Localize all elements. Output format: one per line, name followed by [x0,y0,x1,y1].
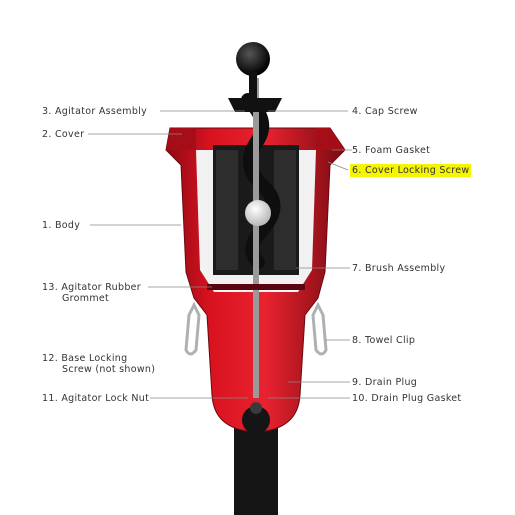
label-foam-gasket: 5. Foam Gasket [352,145,431,156]
drain-plug-nut [250,402,262,414]
label-base-locking-screw-line2: Screw (not shown) [62,364,156,375]
cover-top-right [316,128,345,150]
label-brush-assembly: 7. Brush Assembly [352,263,446,274]
label-agitator-lock-nut: 11. Agitator Lock Nut [42,393,150,404]
label-agitator-assembly: 3. Agitator Assembly [42,106,148,117]
golf-ball [245,200,271,226]
towel-clip-left [184,301,201,356]
label-body: 1. Body [42,220,81,231]
agitator-cap [228,98,282,112]
label-towel-clip: 8. Towel Clip [352,335,416,346]
leader-lines [88,110,352,399]
grommet-bar [207,284,305,290]
towel-clip-right [311,301,328,356]
label-agitator-rubber-grommet: 13. Agitator Rubber [42,282,142,293]
label-base-locking-screw: 12. Base Locking [42,353,128,364]
left-brush [216,150,238,270]
mounting-pole [234,420,278,515]
label-cap-screw: 4. Cap Screw [352,106,418,117]
drain-plug [242,406,270,434]
label-drain-plug: 9. Drain Plug [352,377,418,388]
cover-top [166,128,196,150]
label-agitator-rubber-grommet-line2: Grommet [62,293,110,304]
label-drain-plug-gasket: 10. Drain Plug Gasket [352,393,462,404]
handle-neck [249,72,257,98]
agitator-shaft [253,78,259,398]
right-brush [274,150,296,270]
handle-knob [236,42,270,76]
highlighted-label: 6. Cover Locking Screw [350,164,472,177]
label-cover: 2. Cover [42,129,85,140]
label-cover-locking-screw: 6. Cover Locking Screw [350,164,472,177]
